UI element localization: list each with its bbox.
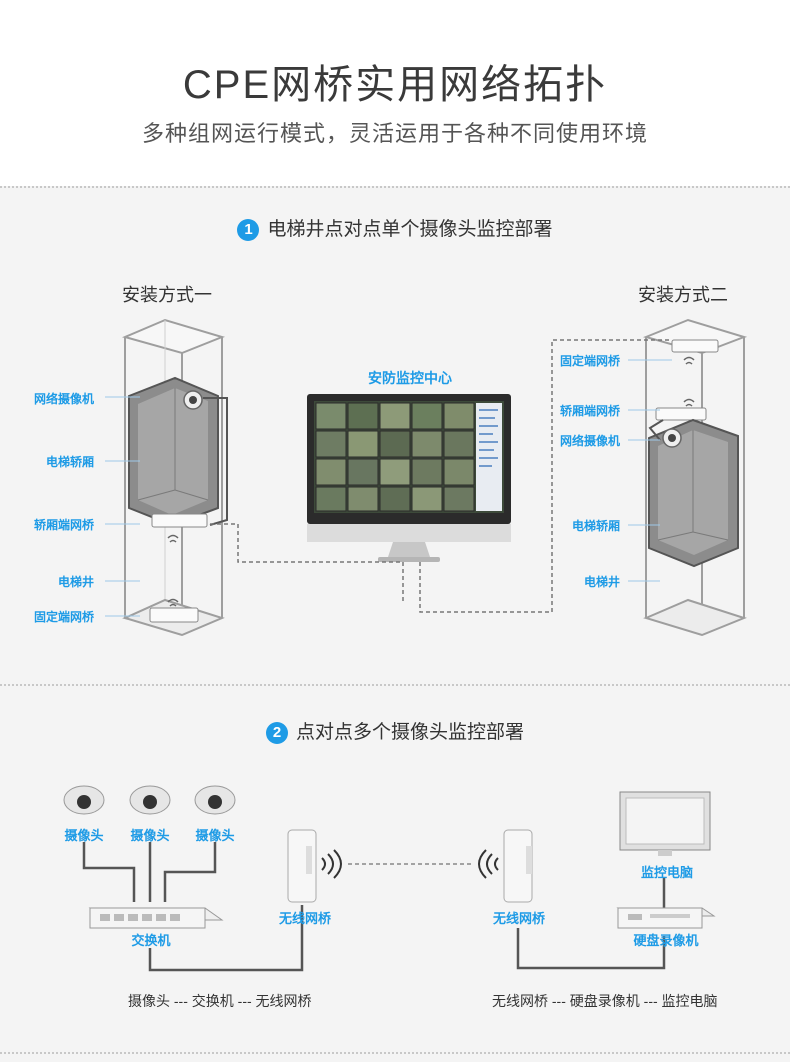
right-callout-car-bridge: 轿厢端网桥 [560,404,621,418]
right-wifi-icon-up [683,398,695,407]
network-diagram [63,785,716,972]
right-camera-icon [662,428,682,448]
right-camera-cable [648,419,664,441]
monitoring-center-label: 安防监控中心 [368,370,452,386]
bridge-nvr-cable [516,928,666,970]
switch-icon [88,907,224,929]
right-callout-car: 电梯轿厢 [572,519,621,533]
left-callout-car: 电梯轿厢 [46,455,95,469]
wireless-bridge-left-icon [287,829,317,903]
divider-middle [0,684,790,686]
bridge-label-left: 无线网桥 [278,911,331,926]
monitoring-pc-icon [619,791,711,856]
right-callout-lines [628,359,672,582]
right-fixed-bridge-icon [671,339,719,353]
camera-icon-1 [63,785,105,815]
mode-two-label: 安装方式二 [638,285,728,305]
nvr-icon [616,907,716,929]
camera-label-1: 摄像头 [64,828,104,843]
pc-label: 监控电脑 [640,865,693,880]
wireless-bridge-right-icon [503,829,533,903]
divider-top [0,186,790,188]
legend-left: 摄像头 --- 交换机 --- 无线网桥 [128,993,312,1009]
left-wifi-icon-down [167,534,179,543]
camera-icon-3 [194,785,236,815]
page-title: CPE网桥实用网络拓扑 [182,63,608,107]
right-elevator-shaft [642,318,748,637]
mode-one-label: 安装方式一 [122,285,212,305]
header-banner [0,0,790,186]
wifi-signal-left-icon [321,849,342,879]
camera-label-2: 摄像头 [130,828,170,843]
left-callout-car-bridge: 轿厢端网桥 [34,518,95,532]
legend-right: 无线网桥 --- 硬盘录像机 --- 监控电脑 [492,993,718,1009]
divider-bottom [0,1052,790,1054]
left-callout-lines [105,396,140,617]
left-callout-shaft: 电梯井 [58,575,95,589]
right-elevator-car [648,418,739,568]
right-callout-camera: 网络摄像机 [560,434,621,448]
right-wifi-icon-down [683,356,695,365]
right-callout-fixed-bridge: 固定端网桥 [560,354,621,368]
switch-label: 交换机 [131,933,171,948]
left-camera-icon [183,390,203,410]
nvr-label: 硬盘录像机 [633,933,699,948]
left-elevator-car [128,376,219,527]
elevator-diagram [105,318,748,637]
camera-icon-2 [129,785,171,815]
monitor-icon [307,394,511,562]
section2-heading-text: 点对点多个摄像头监控部署 [295,722,524,743]
camera-cables [82,842,217,902]
left-fixed-bridge-icon [149,607,199,623]
right-dashed-link [419,339,672,613]
left-callout-fixed-bridge: 固定端网桥 [34,610,95,624]
wifi-signal-right-icon [478,849,499,879]
section1-heading-text: 电梯井点对点单个摄像头监控部署 [267,219,553,240]
right-car-bridge-icon [655,407,707,421]
left-dashed-link [210,523,404,602]
left-camera-cable [203,397,228,526]
left-wifi-icon-up [167,598,179,607]
camera-label-3: 摄像头 [195,828,235,843]
section2-number-badge: 2 [265,722,288,744]
bridge-label-right: 无线网桥 [492,911,545,926]
section1-number-badge: 1 [237,219,260,241]
page-subtitle: 多种组网运行模式，灵活运用于各种不同使用环境 [141,121,648,146]
section2-heading: 2 点对点多个摄像头监控部署 [0,717,790,744]
left-callout-camera: 网络摄像机 [34,392,95,406]
left-car-bridge-icon [151,513,208,528]
right-callout-shaft: 电梯井 [584,575,621,589]
switch-bridge-cable [148,905,304,972]
section1-heading: 1 电梯井点对点单个摄像头监控部署 [0,214,790,241]
